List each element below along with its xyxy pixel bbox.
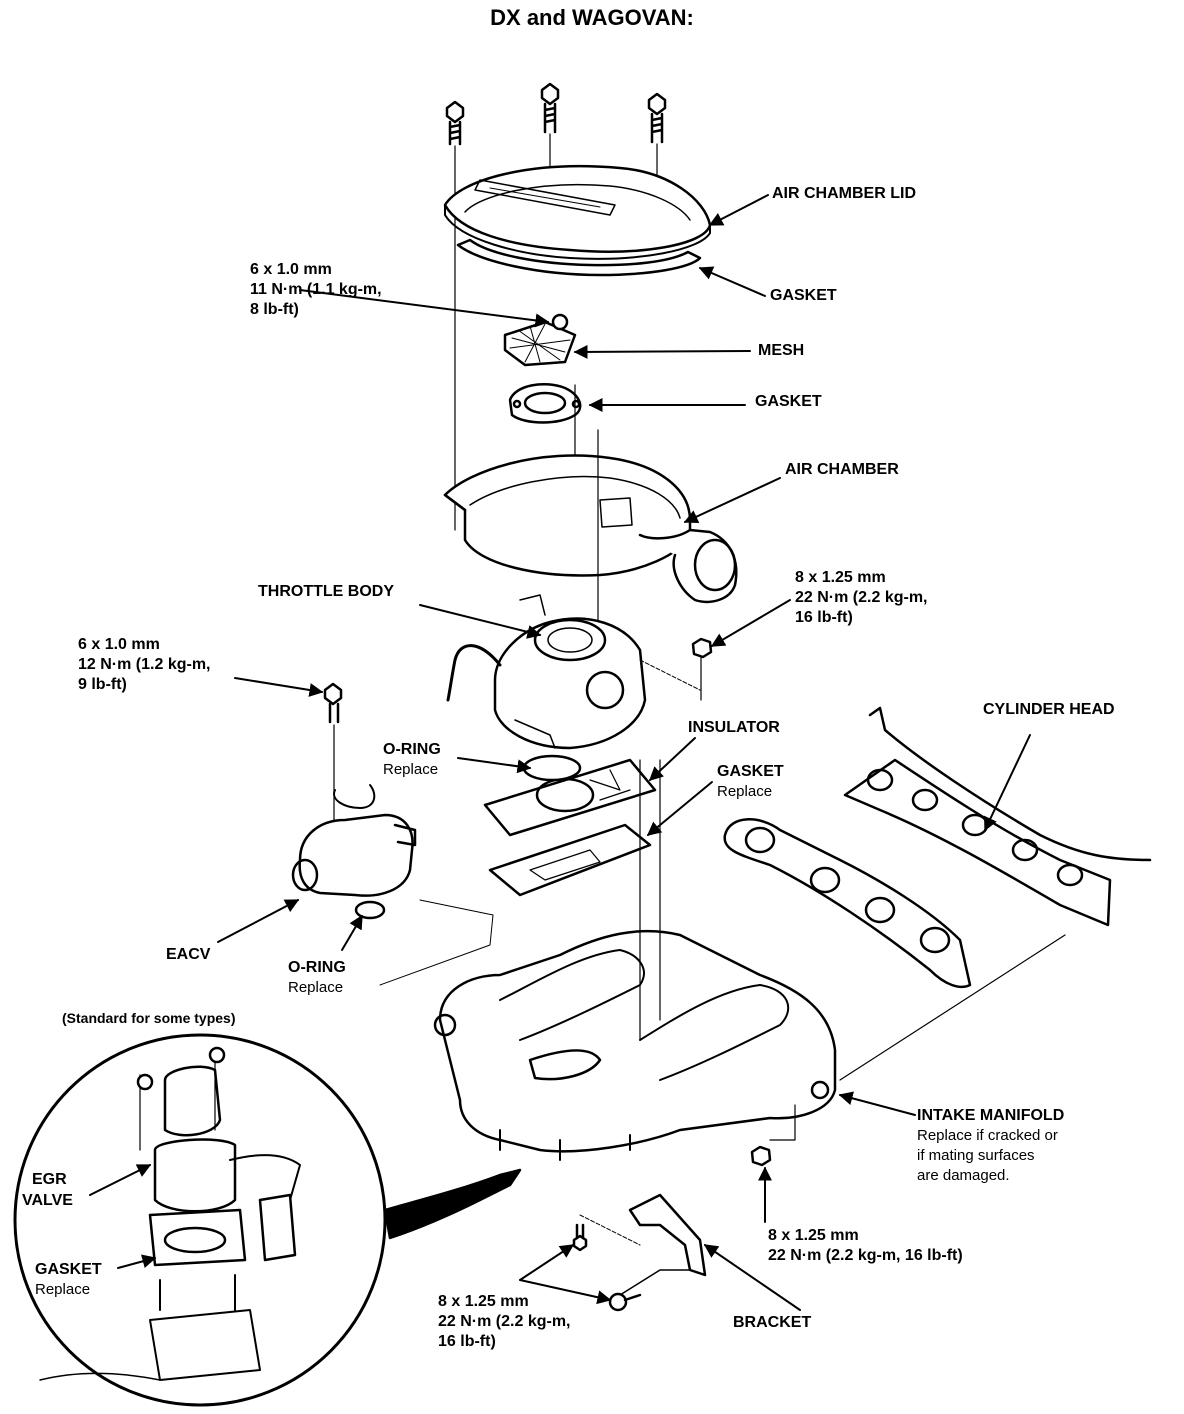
torque-line: 8 x 1.25 mm <box>438 1293 529 1310</box>
bolt-icon <box>608 1292 642 1312</box>
o-ring-part <box>522 754 582 782</box>
intake-manifold-name: INTAKE MANIFOLD <box>917 1107 1065 1124</box>
label-o-ring-upper: O-RING Replace <box>383 740 441 780</box>
torque-bracket-bolt: 8 x 1.25 mm 22 N·m (2.2 kg-m, 16 lb-ft) <box>438 1292 570 1352</box>
torque-line: 8 lb-ft) <box>250 301 299 318</box>
mesh-part <box>503 313 577 367</box>
label-gasket-mesh: GASKET <box>755 393 822 410</box>
torque-line: 11 N·m (1.1 kg-m, <box>250 281 382 298</box>
label-bracket: BRACKET <box>733 1314 812 1331</box>
torque-line: 12 N·m (1.2 kg-m, <box>78 656 211 673</box>
o-ring-part <box>354 900 386 920</box>
torque-line: 16 lb-ft) <box>438 1333 496 1350</box>
intake-note-line-3: are damaged. <box>917 1167 1010 1184</box>
intake-manifold-part <box>379 759 1066 1161</box>
label-gasket-egr: GASKET Replace <box>35 1260 102 1300</box>
bolt-icon <box>445 100 465 146</box>
torque-manifold-nut: 8 x 1.25 mm 22 N·m (2.2 kg-m, 16 lb-ft) <box>768 1226 963 1266</box>
label-throttle-body: THROTTLE BODY <box>258 583 394 600</box>
nut-icon <box>691 637 713 701</box>
torque-lid-bolt: 6 x 1.0 mm 11 N·m (1.1 kg-m, 8 lb-ft) <box>250 260 382 320</box>
label-mesh: MESH <box>758 342 805 359</box>
o-ring-upper-name: O-RING <box>383 741 441 758</box>
gasket-egr-note: Replace <box>35 1281 91 1298</box>
gasket-insulator-note: Replace <box>717 783 773 800</box>
torque-line: 6 x 1.0 mm <box>250 261 332 278</box>
bolt-icon <box>572 1214 641 1252</box>
gasket-egr-name: GASKET <box>35 1261 102 1278</box>
air-chamber-part <box>443 384 738 721</box>
label-eacv: EACV <box>166 946 211 963</box>
o-ring-lower-name: O-RING <box>288 959 346 976</box>
label-valve: VALVE <box>22 1192 73 1209</box>
label-egr: EGR <box>32 1171 67 1188</box>
label-air-chamber: AIR CHAMBER <box>785 461 899 478</box>
torque-line: 8 x 1.25 mm <box>768 1227 859 1244</box>
air-chamber-lid-part <box>443 164 712 260</box>
cylinder-head-part <box>843 706 1152 927</box>
torque-eacv-bolt: 6 x 1.0 mm 12 N·m (1.2 kg-m, 9 lb-ft) <box>78 635 210 695</box>
label-standard-note: (Standard for some types) <box>62 1010 236 1026</box>
leader-arrows <box>89 194 1031 1311</box>
label-intake-manifold: INTAKE MANIFOLD Replace if cracked or if… <box>917 1106 1064 1186</box>
bolt-icon <box>647 92 667 144</box>
label-insulator: INSULATOR <box>688 719 780 736</box>
egr-inset <box>13 1033 522 1407</box>
torque-throttle-nut: 8 x 1.25 mm 22 N·m (2.2 kg-m, 16 lb-ft) <box>795 568 927 628</box>
torque-line: 8 x 1.25 mm <box>795 569 886 586</box>
label-air-chamber-lid: AIR CHAMBER LID <box>772 185 916 202</box>
o-ring-upper-note: Replace <box>383 761 439 778</box>
manifold-gasket-part <box>488 823 652 897</box>
bolt-icon <box>540 82 560 134</box>
gasket-insulator-name: GASKET <box>717 763 784 780</box>
o-ring-lower-note: Replace <box>288 979 344 996</box>
intake-note-line-2: if mating surfaces <box>917 1147 1035 1164</box>
bracket-part <box>619 1193 707 1296</box>
lid-gasket-part <box>456 238 702 277</box>
label-gasket-insulator: GASKET Replace <box>717 762 784 802</box>
torque-line: 9 lb-ft) <box>78 676 127 693</box>
diagram-title: DX and WAGOVAN: <box>490 5 694 30</box>
torque-line: 22 N·m (2.2 kg-m, <box>795 589 928 606</box>
torque-line: 16 lb-ft) <box>795 609 853 626</box>
eacv-part <box>291 784 417 897</box>
label-cylinder-head: CYLINDER HEAD <box>983 701 1115 718</box>
mesh-gasket-part <box>508 382 582 424</box>
label-gasket-lid: GASKET <box>770 287 837 304</box>
torque-line: 22 N·m (2.2 kg-m, 16 lb-ft) <box>768 1247 963 1264</box>
nut-icon <box>750 1104 796 1167</box>
torque-line: 6 x 1.0 mm <box>78 636 160 653</box>
intake-note-line-1: Replace if cracked or <box>917 1127 1058 1144</box>
bolt-icon <box>323 682 343 821</box>
label-o-ring-lower: O-RING Replace <box>288 958 346 998</box>
torque-line: 22 N·m (2.2 kg-m, <box>438 1313 571 1330</box>
throttle-body-part <box>446 594 701 750</box>
intake-gasket-part <box>723 818 972 989</box>
